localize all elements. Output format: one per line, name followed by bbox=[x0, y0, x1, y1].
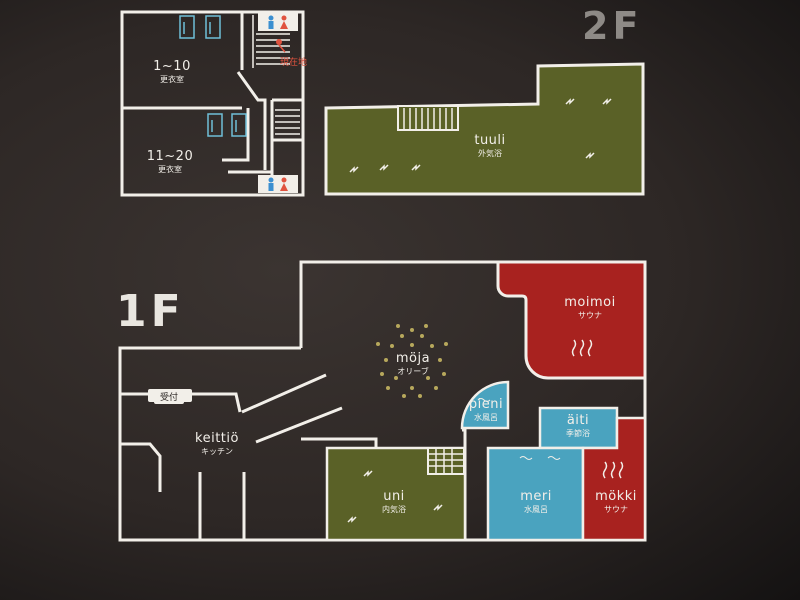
meri-label: meri 水風呂 bbox=[520, 489, 552, 514]
current-location-icon bbox=[276, 39, 286, 53]
floor-2f-label: 2F bbox=[582, 4, 643, 48]
uni-room bbox=[325, 446, 467, 542]
floor-1f-label: 1F bbox=[116, 286, 185, 337]
aiti-room bbox=[538, 406, 619, 450]
tuuli-label: tuuli 外気浴 bbox=[474, 133, 506, 158]
mokki-label: mökki サウナ bbox=[595, 489, 637, 514]
locker-stairs bbox=[256, 33, 300, 135]
pieni-room bbox=[460, 380, 510, 430]
heat-wave-icon bbox=[347, 470, 443, 523]
locker-a-label: 1~10 更衣室 bbox=[153, 59, 191, 84]
moja-label: möja オリーブ bbox=[395, 351, 431, 376]
tuuli-area bbox=[324, 62, 645, 196]
pieni-label: pieni 水風呂 bbox=[468, 397, 504, 422]
locker-block bbox=[120, 10, 305, 197]
restroom-icon bbox=[258, 13, 298, 193]
heat-wave-icon bbox=[349, 98, 612, 173]
water-wave-icon bbox=[477, 398, 561, 460]
reception-label: 受付 bbox=[154, 389, 185, 404]
uni-label: uni 内気浴 bbox=[382, 489, 406, 514]
locker-b-label: 11~20 更衣室 bbox=[146, 149, 194, 174]
mokki-room bbox=[581, 416, 647, 542]
keittio-label: keittiö キッチン bbox=[195, 431, 239, 456]
shower-icon bbox=[179, 15, 247, 137]
meri-room bbox=[486, 446, 585, 542]
steam-icon bbox=[571, 339, 624, 479]
moimoi-label: moimoi サウナ bbox=[564, 295, 616, 320]
olive-tree-icon bbox=[376, 324, 448, 398]
aiti-label: äiti 季節浴 bbox=[566, 413, 590, 438]
moimoi-room bbox=[496, 260, 647, 380]
current-location-label: 現在地 bbox=[280, 58, 308, 68]
